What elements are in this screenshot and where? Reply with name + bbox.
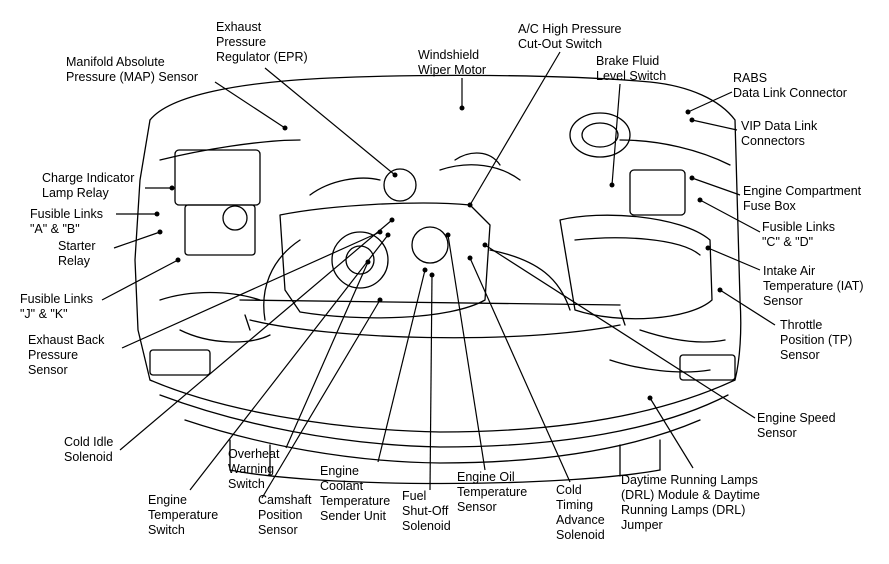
leader-rabs [687, 91, 733, 113]
label-fuel-shutoff-solenoid: Fuel Shut-Off Solenoid [402, 489, 451, 533]
reservoir [569, 112, 631, 158]
label-engine-oil-temp-sensor: Engine Oil Temperature Sensor [457, 470, 528, 514]
leader-oil-temp [447, 234, 486, 471]
label-charge-indicator-relay: Charge Indicator Lamp Relay [42, 171, 135, 200]
label-engine-coolant-temp-sender: Engine Coolant Temperature Sender Unit [320, 464, 391, 523]
label-cold-timing-advance-solenoid: Cold Timing Advance Solenoid [556, 483, 605, 542]
label-drl-module: Daytime Running Lamps (DRL) Module & Day… [621, 473, 760, 532]
leader-starter [113, 231, 161, 249]
label-camshaft-position-sensor: Camshaft Position Sensor [258, 493, 312, 537]
leader-tp [719, 289, 776, 326]
engine-block [279, 202, 491, 319]
label-starter-relay: Starter Relay [58, 239, 96, 268]
label-fusible-links-ab: Fusible Links "A" & "B" [30, 207, 103, 236]
label-fusible-links-jk: Fusible Links "J" & "K" [20, 292, 93, 321]
label-intake-air-temp-sensor: Intake Air Temperature (IAT) Sensor [763, 264, 864, 308]
label-vip-connectors: VIP Data Link Connectors [741, 119, 818, 148]
leader-map [214, 81, 286, 129]
label-map-sensor: Manifold Absolute Pressure (MAP) Sensor [66, 55, 198, 84]
label-windshield-wiper-motor: Windshield Wiper Motor [418, 48, 487, 77]
leader-camshaft [261, 299, 381, 499]
label-engine-speed-sensor: Engine Speed Sensor [757, 411, 836, 440]
label-engine-compartment-fuse-box: Engine Compartment Fuse Box [743, 184, 862, 213]
leader-cold-timing [469, 257, 571, 483]
leader-cold-idle [119, 219, 393, 451]
label-exhaust-back-pressure-sensor: Exhaust Back Pressure Sensor [28, 333, 105, 377]
leader-brake [611, 83, 621, 186]
wiring-harness [159, 291, 271, 343]
leader-eng-temp [189, 234, 389, 491]
label-exhaust-pressure-regulator: Exhaust Pressure Regulator (EPR) [216, 20, 308, 64]
label-cold-idle-solenoid: Cold Idle Solenoid [64, 435, 114, 464]
leader-dots [154, 105, 723, 401]
battery-box [174, 149, 261, 206]
leader-epr [264, 67, 396, 176]
leader-fuse-box [691, 177, 741, 196]
label-fusible-links-cd: Fusible Links "C" & "D" [762, 220, 835, 249]
leader-drl [649, 397, 694, 469]
leader-fusible-cd [699, 199, 761, 233]
air-filter [559, 214, 713, 320]
label-throttle-position-sensor: Throttle Position (TP) Sensor [780, 318, 853, 362]
grille [229, 439, 661, 477]
label-brake-fluid-level-switch: Brake Fluid Level Switch [596, 54, 667, 83]
leader-overheat [285, 261, 369, 449]
leader-vip [691, 119, 738, 131]
leader-lines [101, 51, 776, 499]
leader-fusible-jk [101, 259, 179, 301]
leader-fuel [429, 274, 433, 491]
front-bumper [149, 379, 736, 433]
fender-outline [149, 74, 742, 381]
label-ac-high-pressure-switch: A/C High Pressure Cut-Out Switch [518, 22, 622, 51]
label-rabs-connector: RABS Data Link Connector [733, 71, 847, 100]
label-engine-temperature-switch: Engine Temperature Switch [148, 493, 219, 537]
leader-ac [469, 51, 561, 206]
radiator [249, 319, 621, 339]
label-overheat-warning-switch: Overheat Warning Switch [228, 447, 280, 491]
leader-speed [484, 244, 756, 419]
leader-ebp [121, 231, 381, 349]
leader-coolant [377, 269, 426, 463]
leader-iat [707, 247, 761, 271]
